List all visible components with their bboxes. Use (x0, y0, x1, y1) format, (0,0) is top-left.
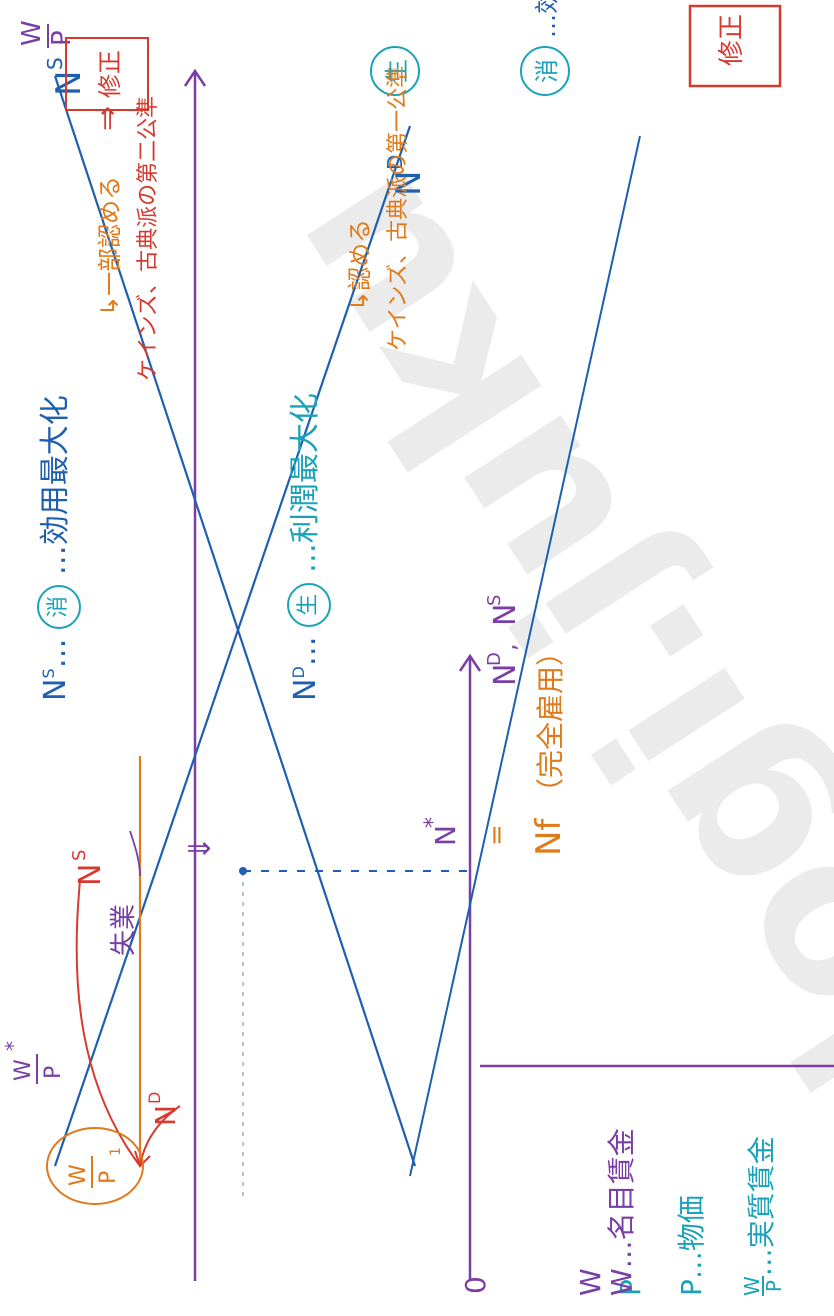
ns-sub1: ↳一部認める (96, 175, 124, 316)
nd-curve-sup: D (383, 155, 407, 170)
nd-circle-badge: 生 (287, 582, 331, 627)
nd-desc-main: …利潤最大化 (288, 393, 323, 574)
wstar-p: P (41, 1066, 66, 1079)
ns-desc-dots-text: … (38, 638, 73, 669)
ns-curve-label: N (49, 71, 89, 96)
unemployment-bracket (129, 830, 141, 877)
ns-circle-badge: 消 (37, 584, 81, 629)
ns-desc-text: …効用最大化 (533, 0, 561, 38)
legend-row-p: P…物価 (670, 896, 740, 1296)
y-axis-arrowhead (183, 68, 207, 87)
legend: W…名目賃金 P…物価 W P …実質賃金 (600, 896, 820, 1296)
fix-label-text: 修正 (95, 50, 124, 98)
ns-circle-text: 消 (533, 59, 561, 83)
ns-circle-mark (520, 46, 570, 96)
nd-circle-text: 生 (383, 59, 411, 83)
x-axis-label-nd-sup: D (484, 652, 505, 666)
x-axis-label-nd: N (488, 664, 523, 686)
eq-sign: = (482, 824, 512, 846)
ns-desc-main: …効用最大化 (38, 395, 73, 576)
nd-desc-sup: D (289, 666, 308, 679)
down-arrow: ⇓ (183, 836, 218, 861)
fix-box-text: 修正 (717, 14, 747, 66)
nf-note: （完全雇用） (534, 638, 567, 806)
legend-w-text: …名目賃金 (605, 1128, 638, 1269)
nstar-label: N (429, 825, 462, 846)
nstar-mark: * (421, 817, 446, 828)
fix-box (688, 4, 782, 88)
ns-desc-prefix-text: N (38, 678, 73, 701)
ns-description-row: NS… 消 …効用最大化 (30, 11, 90, 701)
x-axis-label-ns: N (488, 604, 523, 626)
legend-wp-text: …実質賃金 (745, 1136, 778, 1277)
legend-row-wp: W P …実質賃金 (740, 896, 810, 1296)
nf-label: Nf (529, 818, 569, 856)
legend-p-symbol: P (614, 1279, 647, 1296)
demand-curve (53, 125, 412, 1167)
ns-curve-sup: S (43, 57, 67, 70)
x-axis-label-ns-sup: S (484, 595, 505, 606)
legend-w-sym: W (605, 1268, 638, 1296)
ns-sub2: ケインズ、古典派の第二公準 (136, 95, 161, 381)
legend-wp-w: W (740, 1276, 764, 1296)
nd-desc-prefix-text: N (288, 678, 323, 701)
ns-small-sup: S (69, 850, 90, 861)
legend-w-symbol: W (574, 1268, 607, 1296)
y-axis-label-w: W (17, 20, 47, 46)
unemployment-label: 失業 (109, 904, 139, 956)
nd-curve (409, 135, 641, 1177)
fix-label-box: 修正 (65, 37, 149, 111)
nd-explanation: 生 (370, 46, 420, 96)
nd-circle-mark (370, 46, 420, 96)
nd-desc-dots-text: … (288, 636, 323, 667)
x-axis-label-sep: , (493, 643, 521, 651)
legend-wp-frac: W P (740, 1276, 786, 1296)
wstar-w: W (11, 1059, 36, 1081)
origin-label: 0 (459, 1276, 492, 1294)
wstar-mark: * (1, 1041, 25, 1051)
legend-wp-p: P (762, 1280, 786, 1293)
ns-explanation: 消 …効用最大化 (520, 0, 570, 96)
ns-small-label: N (73, 864, 108, 886)
nd-curve-label: N (389, 171, 429, 196)
w1p1-sub: 1 (108, 1147, 124, 1156)
legend-row-w: W…名目賃金 (600, 896, 670, 1296)
w1p1-w: W (66, 1164, 91, 1186)
nd-small-sup: D (145, 1092, 164, 1104)
nd-sub1: ↳認める (346, 218, 374, 311)
x-axis-arrowhead (458, 653, 482, 672)
nd-small-label: N (149, 1105, 182, 1126)
y-axis-label-p: P (47, 30, 77, 46)
legend-p-sym: P (675, 1279, 708, 1296)
w1p1-circle (46, 1127, 144, 1205)
w1p1-p: P (96, 1171, 121, 1184)
supply-curve (53, 75, 417, 1167)
nd-description-row: ND… 生 …利潤最大化 (280, 11, 340, 701)
nd-sub2: ケインズ、古典派の第一公準 (386, 65, 411, 351)
legend-p-text: …物価 (675, 1195, 708, 1280)
ns-desc-sup: S (39, 668, 58, 679)
